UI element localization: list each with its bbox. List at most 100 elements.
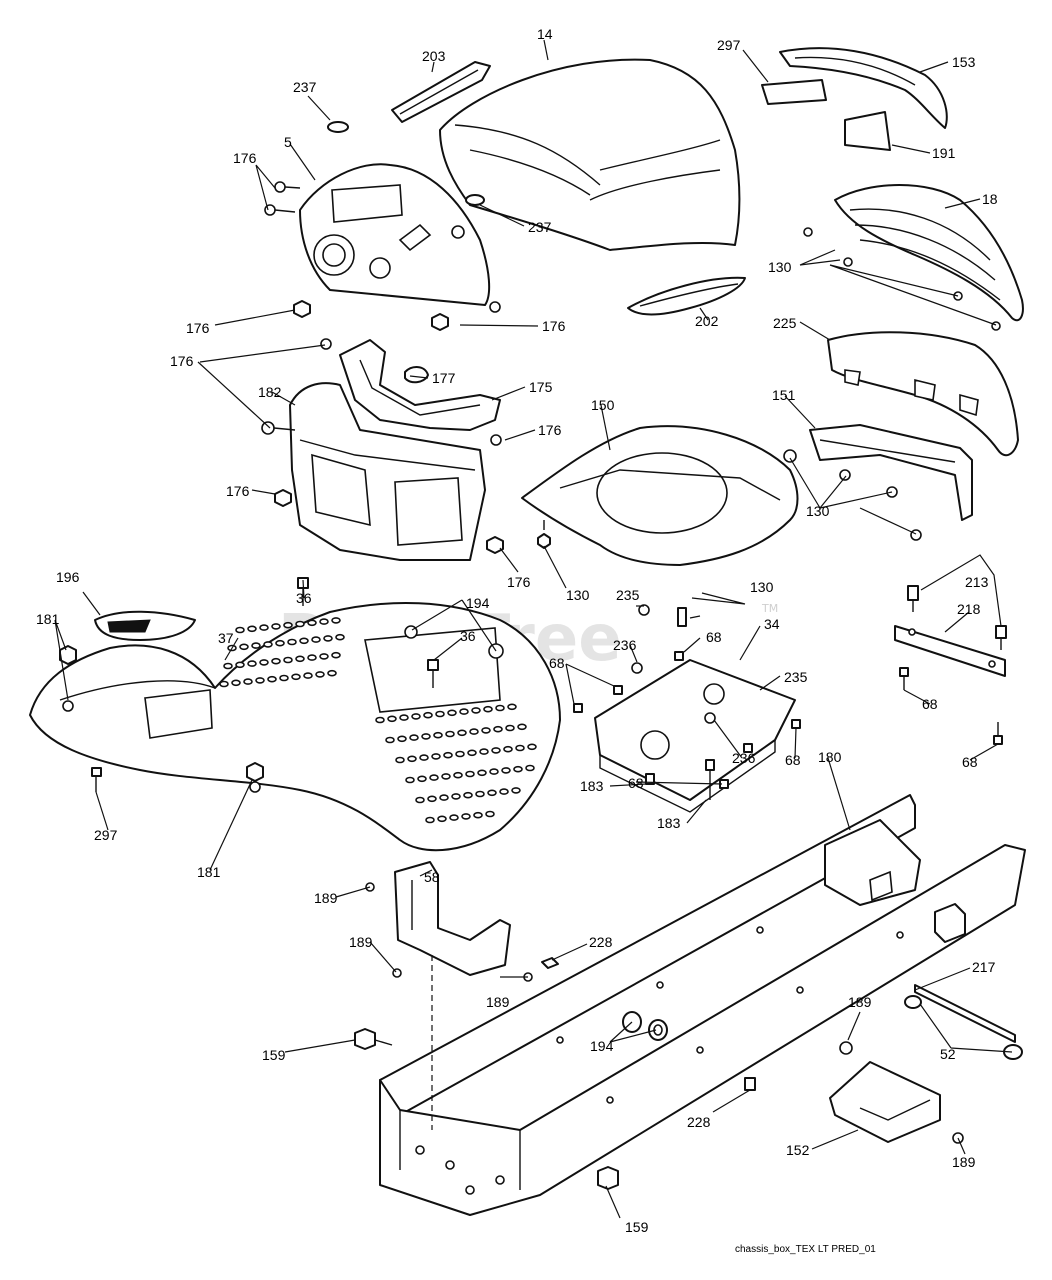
vent-slot [493,725,503,733]
part-225-bumper [827,331,1019,457]
vent-slot [331,651,341,659]
callout-36a: 36 [296,590,312,606]
callout-176c: 176 [542,318,566,334]
part-152-plate [829,1061,941,1143]
vent-slot [323,635,333,642]
fastener-130-set-c [537,520,551,549]
vent-slot [375,716,385,724]
callout-175: 175 [529,379,553,395]
callout-151: 151 [772,387,796,403]
callout-68b: 68 [706,629,722,645]
fastener-228-set [541,957,756,1091]
fastener-213 [907,585,1007,650]
callout-176g: 176 [507,574,531,590]
vent-slot [295,655,305,663]
vent-slot [311,636,321,643]
vent-slot [469,728,479,735]
vent-slot [331,617,341,624]
vent-slot [517,723,527,731]
callout-14: 14 [537,26,553,42]
vent-slot [327,669,337,677]
callout-225: 225 [773,315,797,331]
part-151-bracket [809,424,973,521]
callout-159b: 159 [625,1219,649,1235]
callout-68d: 68 [785,752,801,768]
vent-slot [441,773,451,780]
callout-183a: 183 [580,778,604,794]
vent-slot [287,638,297,646]
vent-slot [307,654,317,661]
callout-297a: 297 [717,37,741,53]
fastener-194-bushings [622,1011,668,1041]
vent-slot [411,713,421,720]
vent-slot [267,675,277,683]
callout-218: 218 [957,601,981,617]
callout-194a: 194 [466,595,490,611]
vent-slot [387,715,397,723]
vent-slot [399,714,409,721]
callout-213: 213 [965,574,989,590]
callout-203: 203 [422,48,446,64]
callout-237b: 237 [528,219,552,235]
vent-slot [481,727,491,734]
vent-slot [283,656,293,664]
part-5-dash-panel [299,163,491,306]
fastener-297-bolt [91,767,102,792]
vent-slot [405,776,415,784]
vent-slot [479,748,489,755]
vent-slot [259,659,269,666]
vent-slot [315,671,325,678]
part-217-rod [914,984,1016,1043]
vent-slot [423,711,433,719]
part-297-block [761,79,827,105]
callout-176a: 176 [233,150,257,166]
vent-slot [319,618,329,625]
callout-36b: 36 [460,628,476,644]
callout-150: 150 [591,397,615,413]
vent-slot [501,767,511,774]
vent-slot [527,743,537,751]
callout-194b: 194 [590,1038,614,1054]
vent-slot [449,814,459,821]
callout-196: 196 [56,569,80,585]
part-196-badge [94,610,196,641]
callout-236b: 236 [732,750,756,766]
fastener-36-set [297,577,439,688]
callout-177: 177 [432,370,456,386]
vent-slot [489,768,499,775]
callout-68a: 68 [549,655,565,671]
fastener-68-right [899,667,1003,745]
callout-130c: 130 [566,587,590,603]
vent-slot [429,774,439,781]
vent-slot [511,787,521,794]
callout-189b: 189 [349,934,373,950]
vent-slot [499,788,509,795]
vent-slot [433,731,443,739]
part-18-grille [834,184,1024,322]
fastener-176-set-b [261,338,504,554]
vent-slot [247,660,257,667]
part-180-frame [379,794,1026,1216]
callout-237a: 237 [293,79,317,95]
callout-228b: 228 [687,1114,711,1130]
vent-slot [439,794,449,801]
part-177-clip [404,366,429,384]
callout-34: 34 [764,616,780,632]
callout-202: 202 [695,313,719,329]
fastener-189-set [365,882,964,1144]
vent-slot [397,735,407,743]
vent-slot [407,755,417,763]
part-191-panel [844,111,891,151]
part-hood [439,58,741,251]
vent-slot [409,734,419,741]
part-182-console [289,382,486,561]
callout-18: 18 [982,191,998,207]
callout-176d: 176 [170,353,194,369]
vent-slot [427,795,437,803]
vent-slot [283,621,293,629]
callout-181b: 181 [197,864,221,880]
callout-189d: 189 [848,994,872,1010]
drawing-code: chassis_box_TEX LT PRED_01 [735,1244,876,1255]
callout-176e: 176 [538,422,562,438]
